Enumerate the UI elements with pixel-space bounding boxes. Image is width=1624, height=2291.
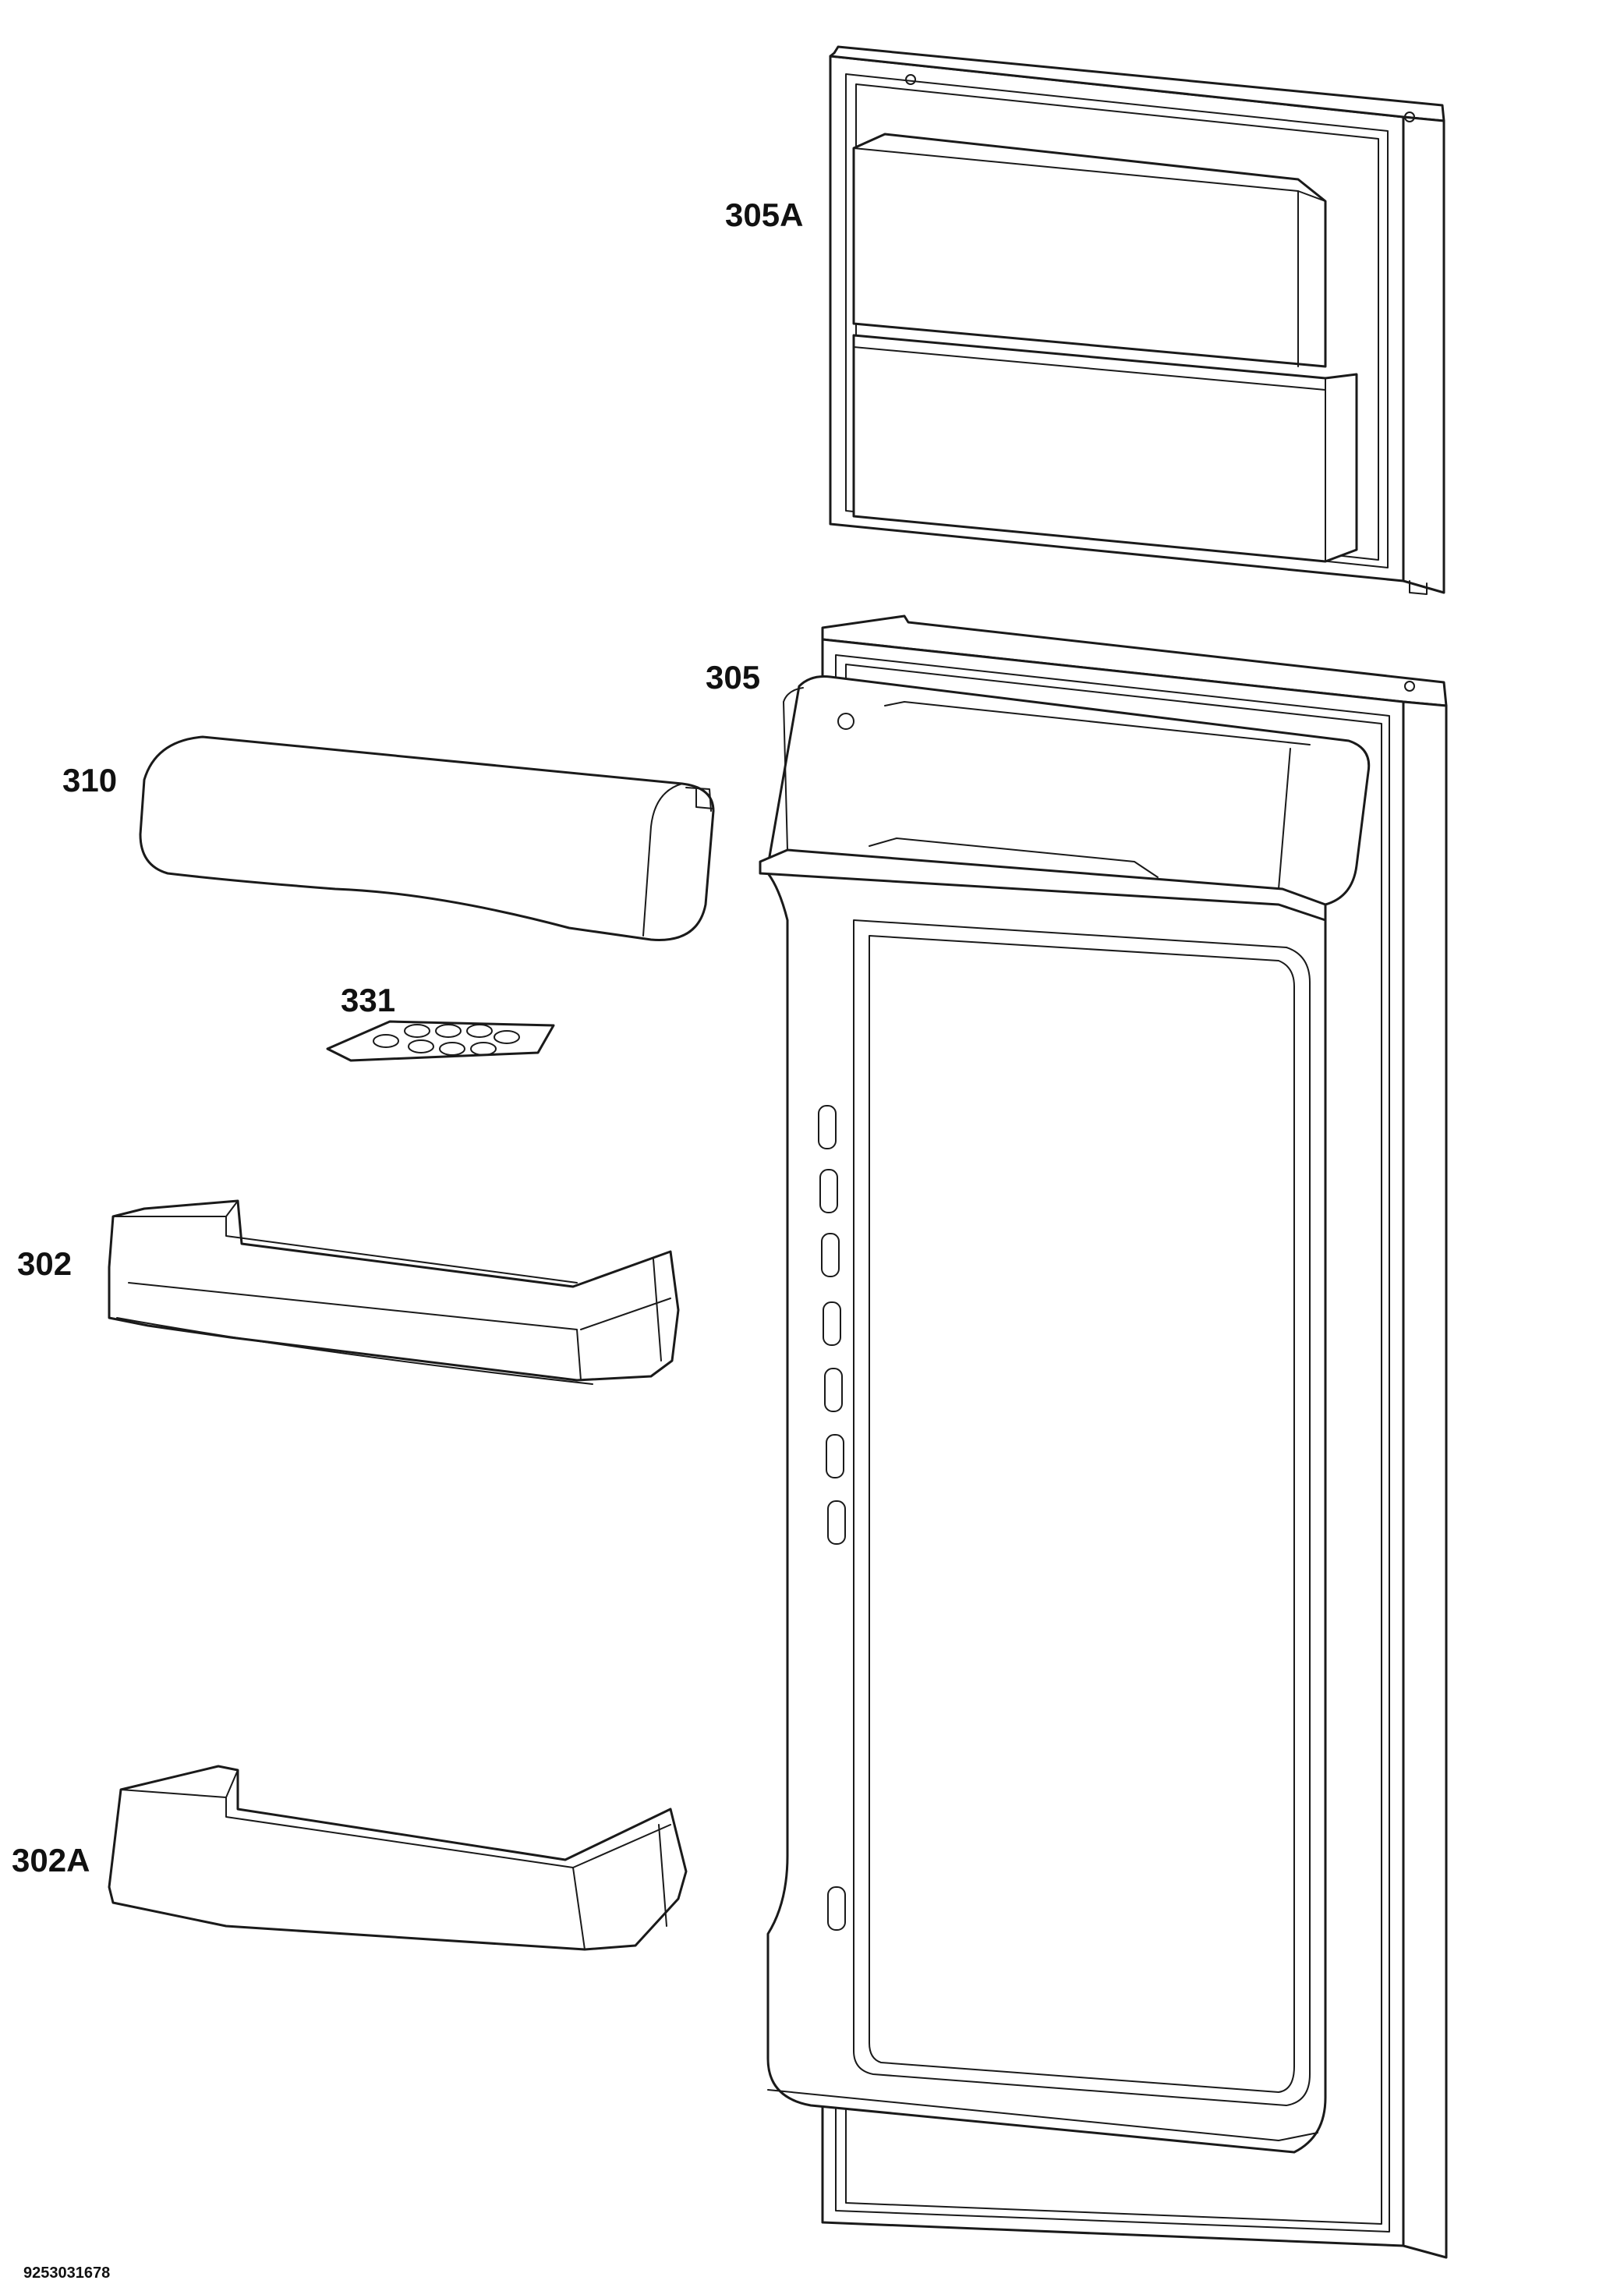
door-shelf-lower-part	[108, 1765, 688, 1951]
label-door-shelf: 302	[17, 1245, 73, 1282]
freezer-door-part	[829, 45, 1445, 595]
dairy-cover-part	[139, 735, 715, 941]
label-egg-tray: 331	[341, 982, 396, 1018]
fridge-door-part	[759, 614, 1448, 2259]
label-dairy-cover: 310	[62, 762, 118, 798]
label-fridge-door: 305	[706, 659, 761, 696]
label-door-shelf-lower: 302A	[12, 1842, 90, 1878]
door-rail-slots	[818, 1105, 846, 1931]
document-number: 9253031678	[23, 2264, 111, 2282]
egg-tray-part	[326, 1020, 555, 1062]
door-shelf-part	[108, 1199, 680, 1385]
label-freezer-door: 305A	[725, 197, 804, 233]
